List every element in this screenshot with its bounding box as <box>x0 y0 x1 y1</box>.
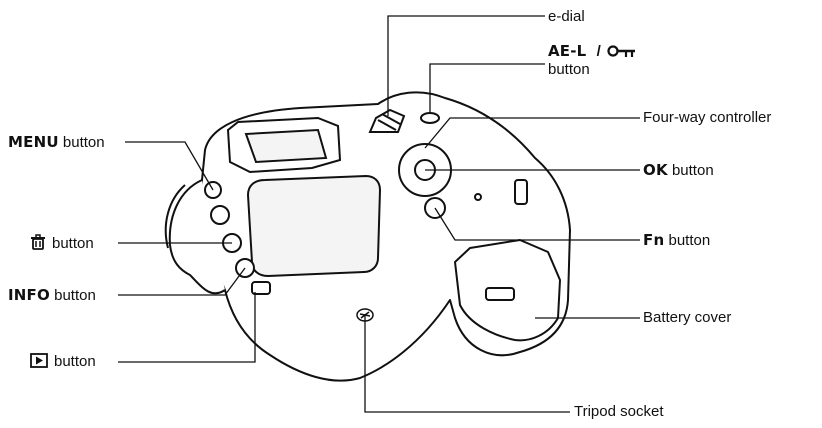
leader-four-way <box>424 117 640 149</box>
ael-separator: / <box>596 43 601 60</box>
e-dial-shape <box>368 108 406 133</box>
ael-button-shape <box>420 112 440 124</box>
label-menu: MENU button <box>8 133 105 152</box>
leader-fn <box>434 207 640 241</box>
leader-tripod <box>364 315 570 413</box>
label-four-way: Four-way controller <box>643 109 772 126</box>
play-button-word: button <box>54 353 96 370</box>
viewfinder <box>226 116 342 174</box>
play-button-shape <box>251 281 271 295</box>
trash-icon <box>31 234 45 250</box>
label-fn: Fn button <box>643 231 710 250</box>
info-key-text: INFO <box>8 286 50 304</box>
fn-button-word: button <box>668 232 711 249</box>
leader-e-dial <box>387 15 545 116</box>
ael-button-word: button <box>548 61 590 78</box>
leader-lines <box>118 15 640 413</box>
side-switch <box>514 179 528 205</box>
info-button-word: button <box>54 287 96 304</box>
label-battery: Battery cover <box>643 309 732 326</box>
lens-ring <box>164 184 186 249</box>
leader-info <box>118 267 246 296</box>
leader-play <box>118 292 256 363</box>
label-delete: button <box>30 234 94 253</box>
ok-button-word: button <box>671 162 714 179</box>
lcd-monitor <box>246 174 382 278</box>
top-controls <box>368 108 440 133</box>
key-lock-icon <box>607 45 635 57</box>
rear-controls <box>204 143 528 295</box>
battery-latch <box>485 287 515 301</box>
label-ok: OK button <box>643 161 714 180</box>
small-dot <box>474 193 482 201</box>
menu-key-text: MENU <box>8 133 59 151</box>
playback-icon <box>30 353 48 368</box>
left-grip <box>168 179 226 295</box>
ok-key-text: OK <box>643 161 668 179</box>
label-play: button <box>30 353 96 371</box>
delete-button-word: button <box>52 235 94 252</box>
menu-button-word: button <box>62 134 105 151</box>
label-info: INFO button <box>8 286 96 305</box>
menu-button-shape-2 <box>210 205 230 225</box>
leader-menu <box>125 141 214 191</box>
label-ael: AE-L / button <box>548 42 643 79</box>
label-e-dial: e-dial <box>548 8 585 25</box>
label-tripod: Tripod socket <box>574 403 664 420</box>
ael-key-text: AE-L <box>548 42 587 60</box>
leader-ael <box>429 63 545 112</box>
fn-key-text: Fn <box>643 231 665 249</box>
